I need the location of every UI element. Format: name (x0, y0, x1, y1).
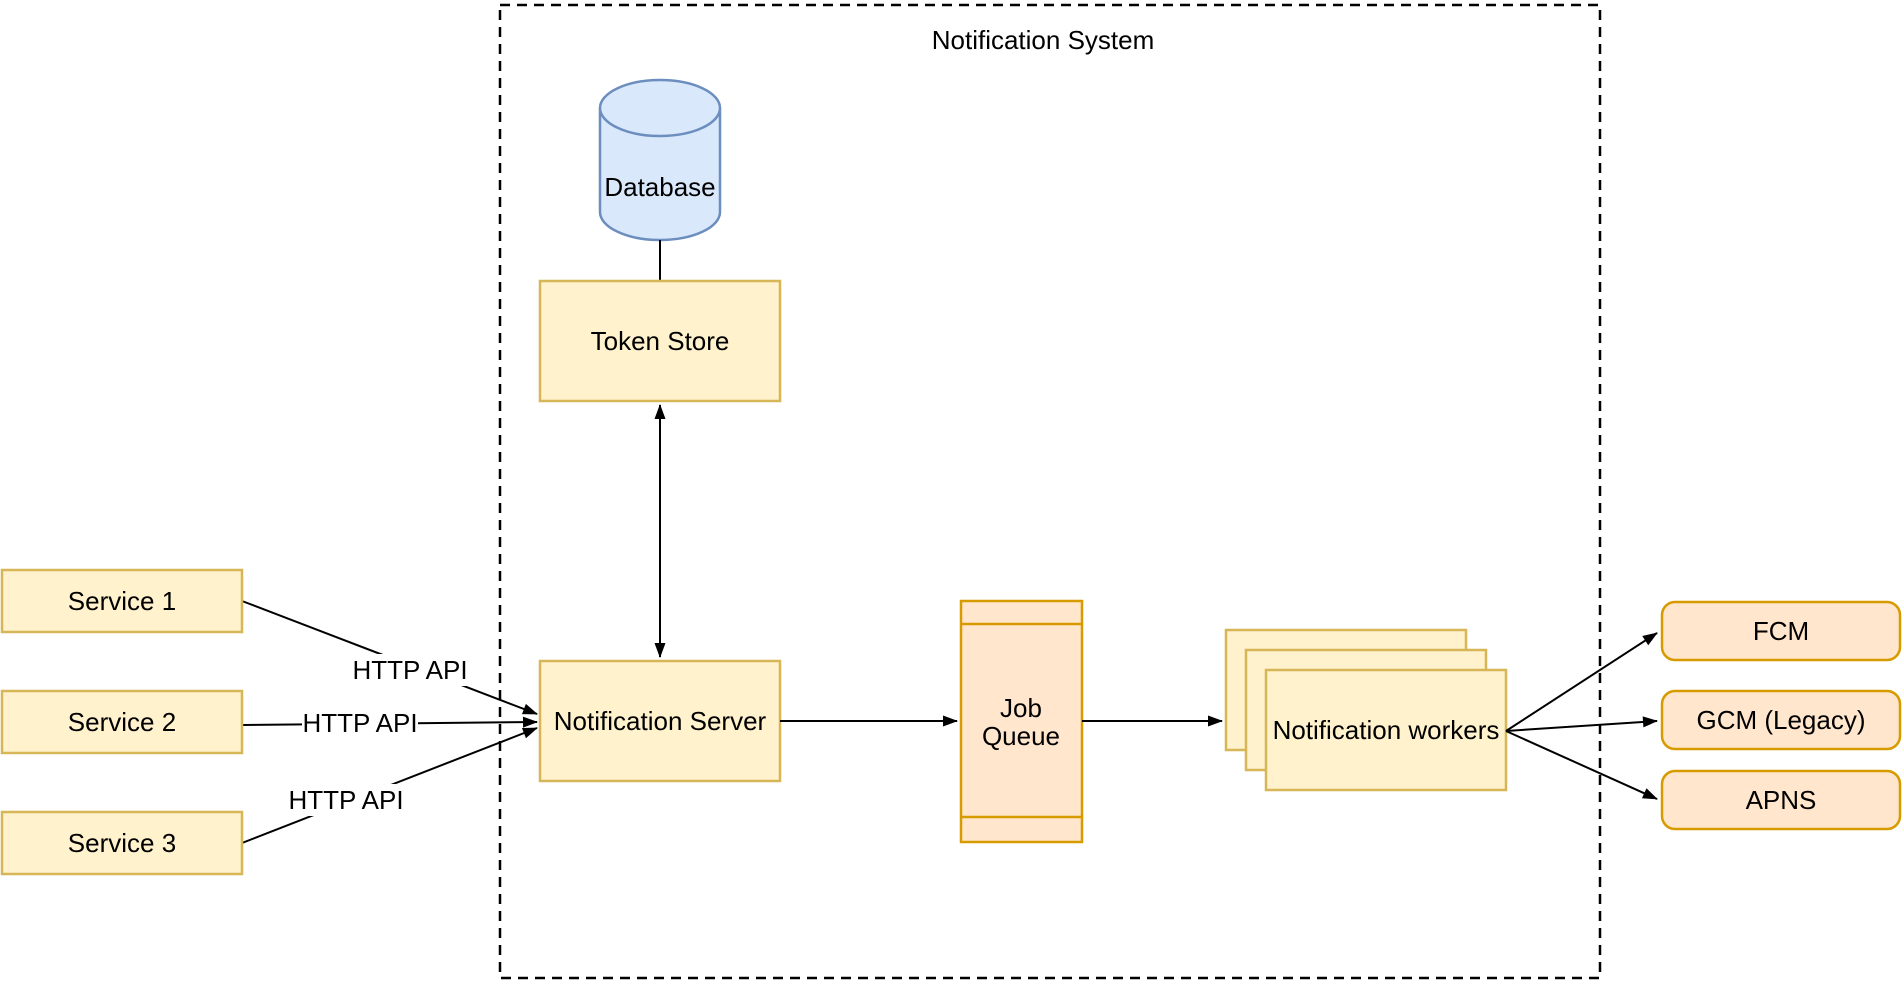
http-api-label-3-text: HTTP API (288, 785, 403, 815)
node-service-1: Service 1 (0, 568, 244, 634)
fcm-label: FCM (1753, 616, 1809, 646)
apns-box (1660, 769, 1902, 831)
http-api-label-2-bg (302, 707, 418, 739)
job-queue-label-line1: Job (1000, 693, 1042, 723)
node-fcm: FCM (1660, 600, 1902, 662)
service-1-box (0, 568, 244, 634)
apns-label: APNS (1746, 785, 1817, 815)
database-label: Database (604, 172, 715, 202)
gcm-label: GCM (Legacy) (1696, 705, 1865, 735)
job-queue-box (959, 599, 1084, 844)
node-database: Database (598, 78, 722, 242)
boundary-dashed-border (498, 3, 1602, 980)
token-store-box (538, 279, 782, 403)
http-api-label-2: HTTP API (302, 707, 418, 739)
service-2-label: Service 2 (68, 707, 176, 737)
notification-system-boundary: Notification System (498, 3, 1602, 980)
notification-workers-label: Notification workers (1273, 715, 1500, 745)
node-service-3: Service 3 (0, 810, 244, 876)
edge-workers-apns (1505, 730, 1658, 800)
http-api-label-1-bg (352, 654, 468, 686)
workers-box-front (1264, 668, 1508, 792)
http-api-label-3: HTTP API (288, 784, 404, 816)
service-2-box (0, 689, 244, 755)
fcm-box (1660, 600, 1902, 662)
database-cylinder-top (598, 78, 722, 138)
http-api-label-2-text: HTTP API (302, 708, 417, 738)
service-3-label: Service 3 (68, 828, 176, 858)
node-gcm: GCM (Legacy) (1660, 689, 1902, 751)
notification-server-box (538, 659, 782, 783)
edge-workers-gcm (1505, 716, 1658, 732)
token-store-label: Token Store (591, 326, 730, 356)
notification-server-label: Notification Server (554, 706, 767, 736)
service-1-label: Service 1 (68, 586, 176, 616)
http-api-label-3-bg (288, 784, 404, 816)
http-api-label-1-text: HTTP API (352, 655, 467, 685)
job-queue-label-line2: Queue (982, 721, 1060, 751)
edge-workers-fcm (1505, 632, 1658, 732)
node-job-queue: Job Queue (959, 599, 1084, 844)
node-apns: APNS (1660, 769, 1902, 831)
gcm-box (1660, 689, 1902, 751)
node-token-store: Token Store (538, 279, 782, 403)
diagram-title: Notification System (932, 25, 1155, 55)
node-notification-server: Notification Server (538, 659, 782, 783)
node-service-2: Service 2 (0, 689, 244, 755)
http-api-label-1: HTTP API (352, 654, 468, 686)
node-notification-workers: Notification workers (1224, 628, 1508, 792)
service-3-box (0, 810, 244, 876)
